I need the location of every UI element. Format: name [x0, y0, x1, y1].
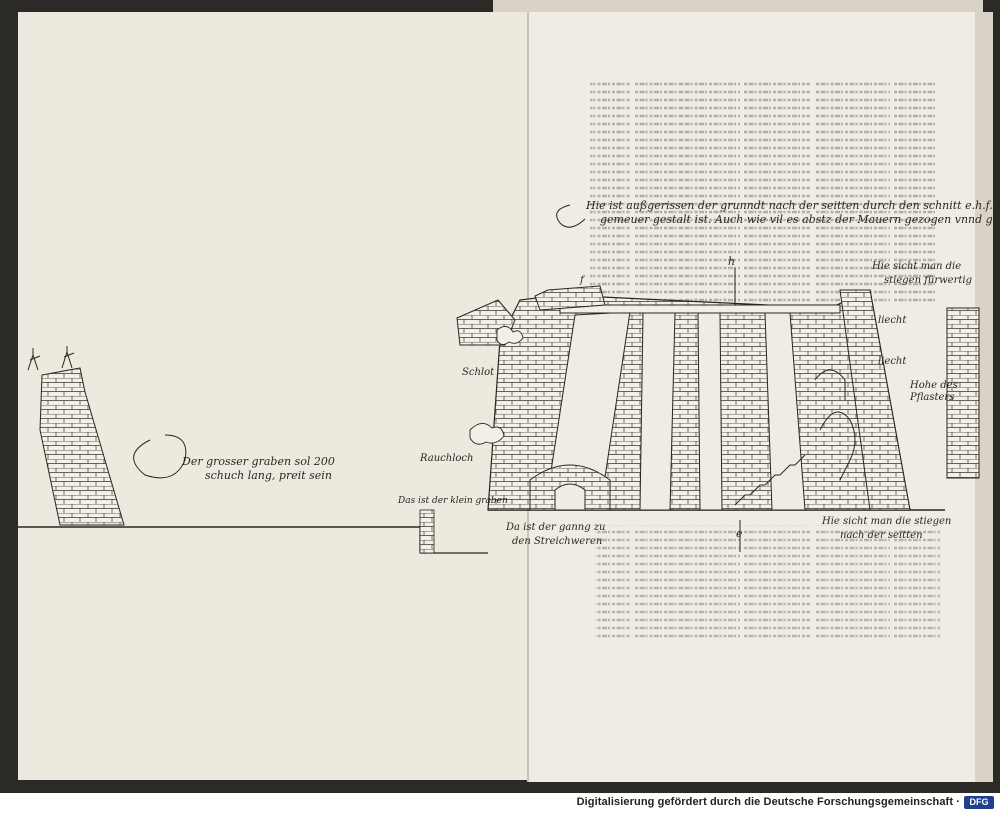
- caption-line-1: Hie ist außgerissen der grunndt nach der…: [586, 199, 1000, 212]
- dfg-logo: DFG: [964, 796, 994, 809]
- caption-line-2: gemeuer gestalt ist. Auch wie vil es abs…: [600, 213, 1000, 226]
- label-rauchloch: Rauchloch: [420, 453, 474, 464]
- label-liecht-lower: liecht: [878, 356, 907, 367]
- stairs: [734, 369, 856, 506]
- right-tower: [839, 289, 911, 511]
- wall-bands: [544, 311, 806, 511]
- label-stairs-side-1: Hie sicht man die stiegen: [822, 516, 952, 527]
- label-pflaster-2: Pflasters: [910, 392, 955, 403]
- section-letter-e: e: [736, 527, 743, 540]
- label-stairs-front-2: stiegen fürwertig: [884, 275, 973, 286]
- soldier-figures: [27, 346, 75, 371]
- parapet-tower: [534, 285, 606, 311]
- label-gang-1: Da ist der ganng zu: [506, 522, 606, 533]
- height-column: [946, 307, 980, 479]
- label-stairs-front-1: Hie sicht man die: [872, 261, 962, 272]
- section-letter-f: f: [580, 275, 584, 286]
- left-page: [18, 12, 530, 780]
- label-kleiner-graben: Das ist der klein graben: [398, 496, 508, 506]
- label-pflaster-1: Hohe des: [910, 380, 958, 391]
- smoke: [469, 326, 524, 445]
- top-walkway: [559, 304, 841, 314]
- bleed-text-bottom: [595, 525, 940, 640]
- footer-text: Digitalisierung gefördert durch die Deut…: [576, 796, 960, 808]
- label-schlot: Schlot: [462, 367, 495, 378]
- bleed-text-top: [590, 78, 935, 303]
- left-wall: [39, 367, 125, 526]
- label-stairs-side-2: nach der seitten: [840, 530, 923, 541]
- label-liecht-upper: liecht: [878, 315, 907, 326]
- digitization-footer: Digitalisierung gefördert durch die Deut…: [0, 793, 1000, 813]
- label-graben-1: Der grosser graben sol 200: [182, 455, 335, 468]
- label-graben-2: schuch lang, preit sein: [205, 469, 332, 482]
- label-gang-2: den Streichweren: [512, 536, 603, 547]
- section-letter-h: h: [728, 255, 736, 268]
- small-ditch-wall: [419, 509, 435, 554]
